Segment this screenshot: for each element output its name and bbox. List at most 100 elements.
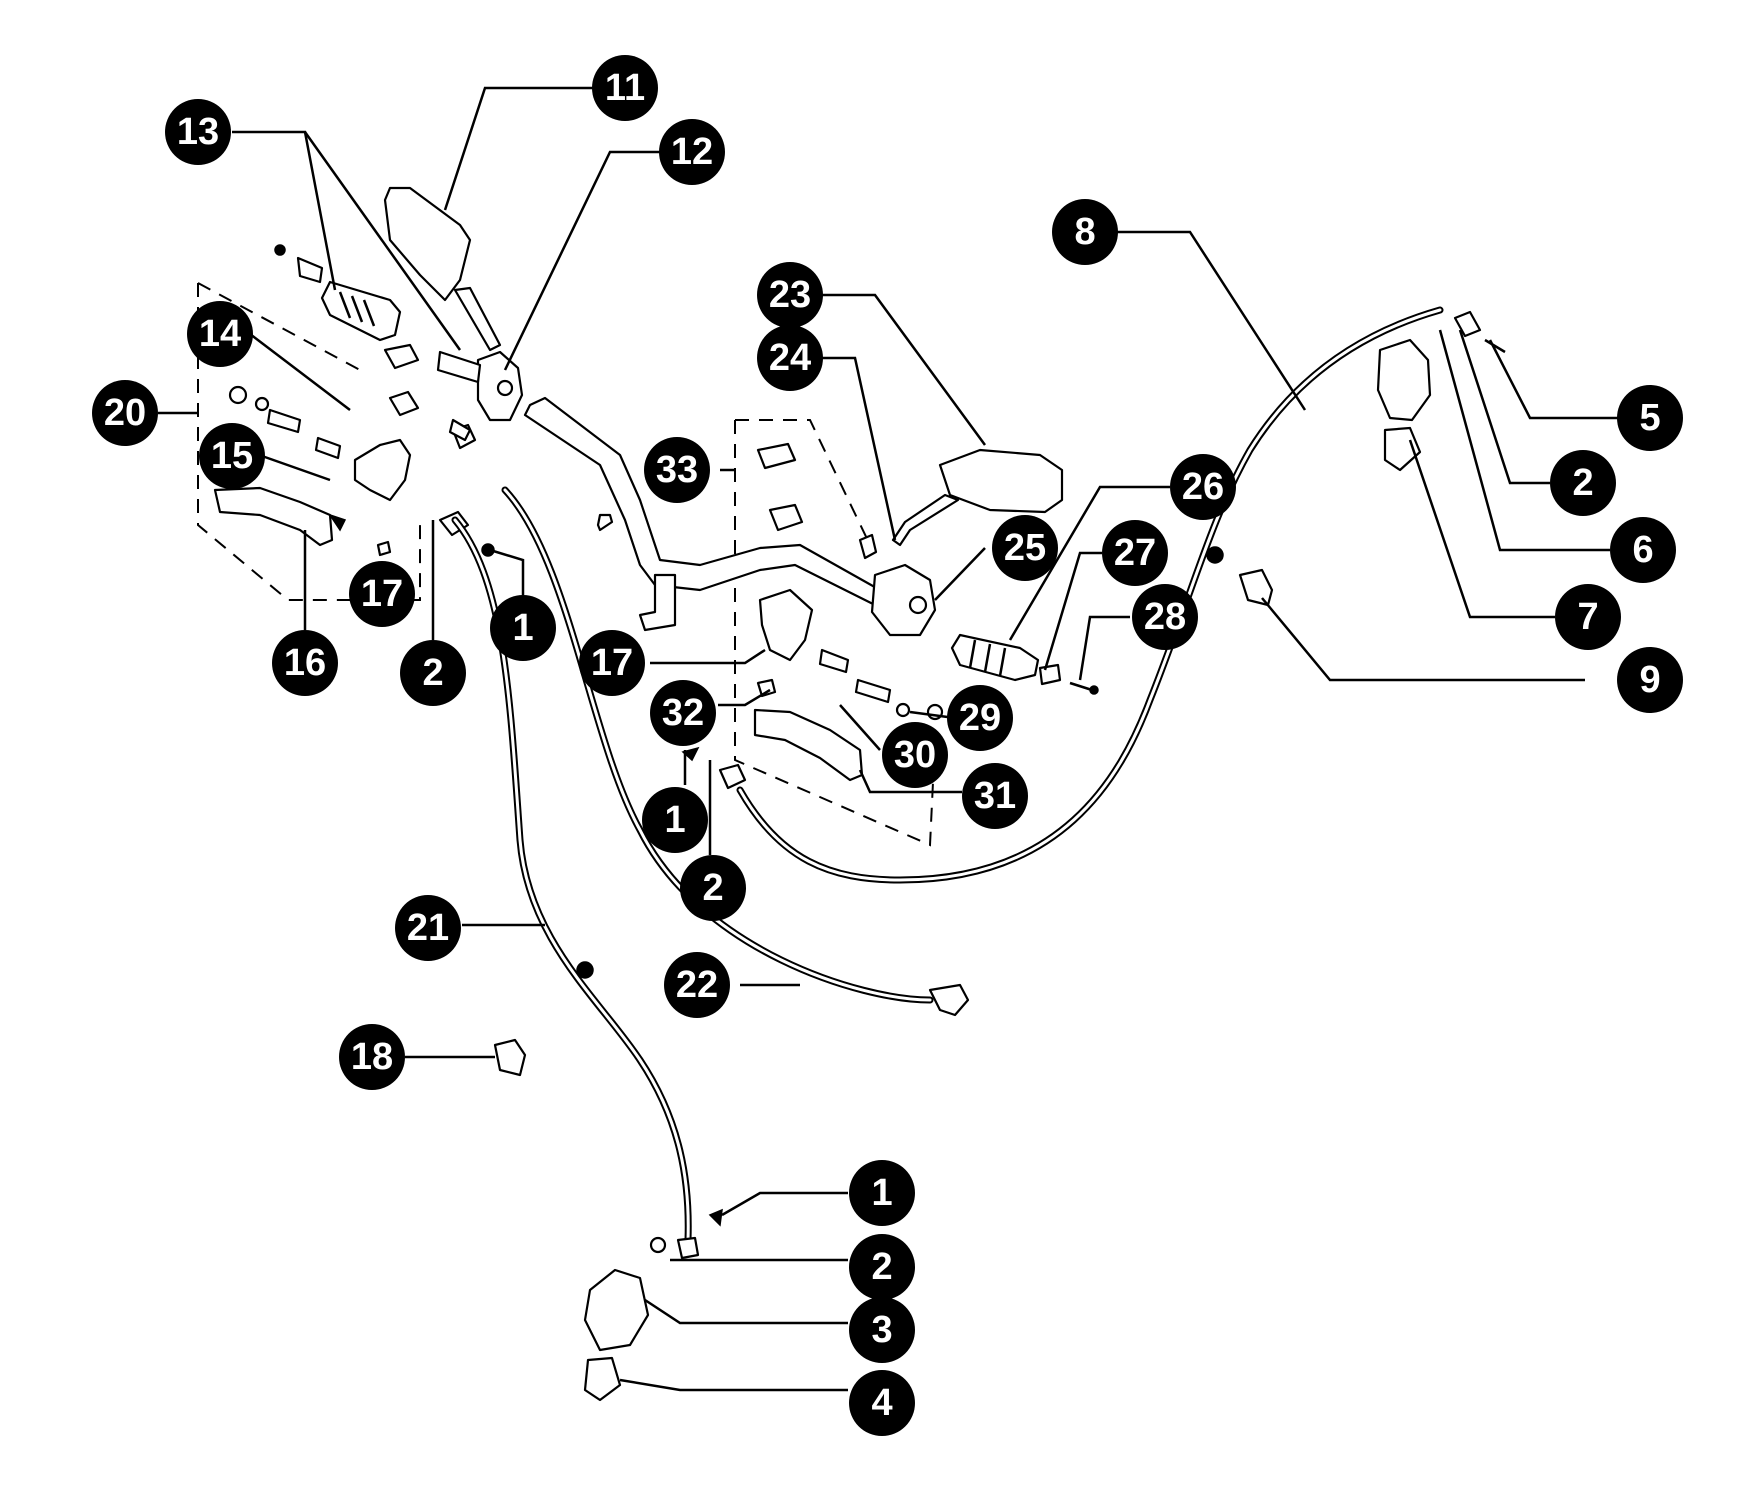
right-lever [753,708,864,782]
callout-badge [187,301,253,367]
callout-29: 29 [947,685,1013,751]
cable-8 [736,306,1444,884]
callout-number: 11 [605,67,645,109]
callout-badge [947,685,1013,751]
right-spring [854,678,892,704]
left-seal [228,385,248,405]
callout-badge [1170,454,1236,520]
callout-badge [992,515,1058,581]
callout-badge [1617,647,1683,713]
callout-badge [1555,584,1621,650]
left-grip [320,280,402,342]
leader-1a [489,548,525,595]
callout-number: 27 [1114,532,1156,574]
callout-number: 2 [422,652,443,694]
right-grip-pattern [968,639,1007,677]
right-caliper [1376,338,1432,422]
callout-badge [849,1160,915,1226]
callout-15: 15 [199,423,265,489]
left-spring [314,436,342,460]
callout-badge [349,561,415,627]
callout-number: 5 [1639,397,1660,439]
right-caliper-bolt [1453,310,1482,338]
left-lever-pin [328,513,347,532]
callout-6: 6 [1610,517,1676,583]
callout-27: 27 [1102,520,1168,586]
callout-badge [165,99,231,165]
callout-number: 12 [671,131,713,173]
callout-badge [1102,520,1168,586]
lower-clip-18 [493,1038,527,1077]
lower-brake-pads [583,1356,622,1402]
left-lever-assembly-outline [197,282,421,601]
callout-13: 13 [165,99,231,165]
callout-number: 29 [959,697,1001,739]
callout-5: 5 [1617,385,1683,451]
callout-number: 32 [662,692,704,734]
left-mirror-stem [453,286,502,352]
leader-30 [839,704,881,751]
callout-1b: 1 [642,787,708,853]
callout-9: 9 [1617,647,1683,713]
cable-22-end [928,983,970,1017]
callout-number: 20 [104,392,146,434]
cable-22-inner [503,488,932,1002]
leader-26 [1008,485,1170,641]
callout-7: 7 [1555,584,1621,650]
callout-number: 26 [1182,466,1224,508]
callout-number: 22 [676,964,718,1006]
callout-number: 30 [894,734,936,776]
left-small-clip [376,540,392,557]
right-brake-pads [1383,426,1422,472]
right-mirror-stem [891,493,960,547]
callout-24: 24 [757,325,823,391]
callout-number: 1 [512,607,533,649]
leader-5 [1488,339,1620,420]
callout-badge [642,787,708,853]
callout-number: 14 [199,313,241,355]
leader-6 [1438,329,1610,552]
callout-1a: 1 [490,595,556,661]
callout-number: 2 [1572,462,1593,504]
callout-number: 24 [769,337,811,379]
left-lever [213,486,334,547]
callout-number: 31 [974,775,1016,817]
right-bar-end [1038,663,1062,686]
callout-28: 28 [1132,584,1198,650]
leader-14 [249,333,351,411]
callout-badge [199,423,265,489]
leader-32 [718,688,771,707]
callout-11: 11 [592,55,658,121]
cable-21-junction [576,961,594,979]
cable-8-inner [738,308,1442,882]
right-banjo-fitting [718,763,747,790]
callout-22: 22 [664,952,730,1018]
callout-21: 21 [395,895,461,961]
callout-badge [757,262,823,328]
callout-badge [1617,385,1683,451]
right-lever-clip [756,678,777,698]
left-master-cylinder [353,438,412,502]
leader-8 [1110,230,1307,411]
callout-8: 8 [1052,199,1118,265]
callout-1c: 1 [849,1160,915,1226]
callout-33: 33 [644,437,710,503]
leader-4 [619,1378,848,1392]
callout-3: 3 [849,1297,915,1363]
left-mirror-head [383,186,472,302]
callout-number: 13 [177,111,219,153]
callout-number: 18 [351,1036,393,1078]
callout-number: 17 [591,642,633,684]
callout-32: 32 [650,680,716,746]
callout-number: 17 [361,573,403,615]
callout-number: 2 [871,1246,892,1288]
callout-badge [650,680,716,746]
callout-17a: 17 [349,561,415,627]
right-bleeder-screw [1484,338,1506,354]
callout-16: 16 [272,630,338,696]
left-switch-button [496,379,514,397]
handlebar-bracket [596,513,614,532]
right-bracket-clip [858,533,878,560]
callout-number: 6 [1632,529,1653,571]
callouts: 11 12 13 14 15 16 17 20 2 1 8 5 2 6 7 9 … [92,55,1683,1436]
